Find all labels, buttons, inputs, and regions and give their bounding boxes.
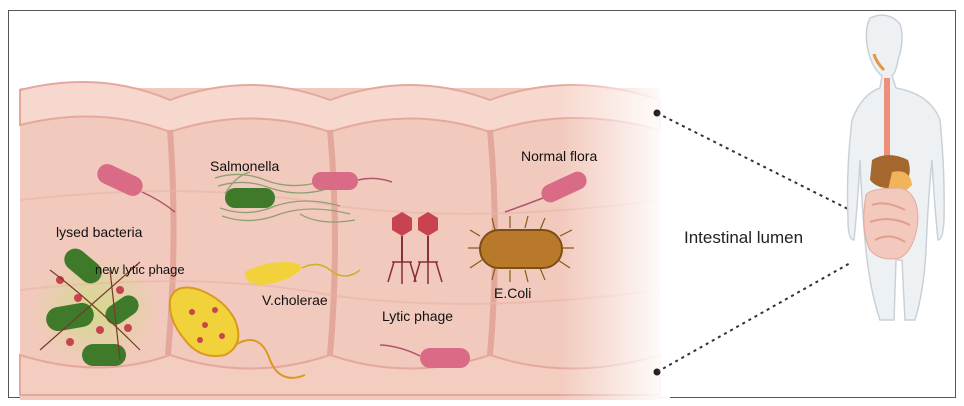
label-v-cholerae: V.cholerae [262,292,328,308]
label-e-coli: E.Coli [494,285,531,301]
label-normal-flora: Normal flora [521,148,597,164]
human-body-figure [848,15,945,320]
label-lysed-bacteria: lysed bacteria [56,224,142,240]
label-intestinal-lumen: Intestinal lumen [684,228,803,248]
label-lytic-phage: Lytic phage [382,308,453,324]
label-new-lytic-phage: new lytic phage [95,262,185,277]
label-salmonella: Salmonella [210,158,279,174]
